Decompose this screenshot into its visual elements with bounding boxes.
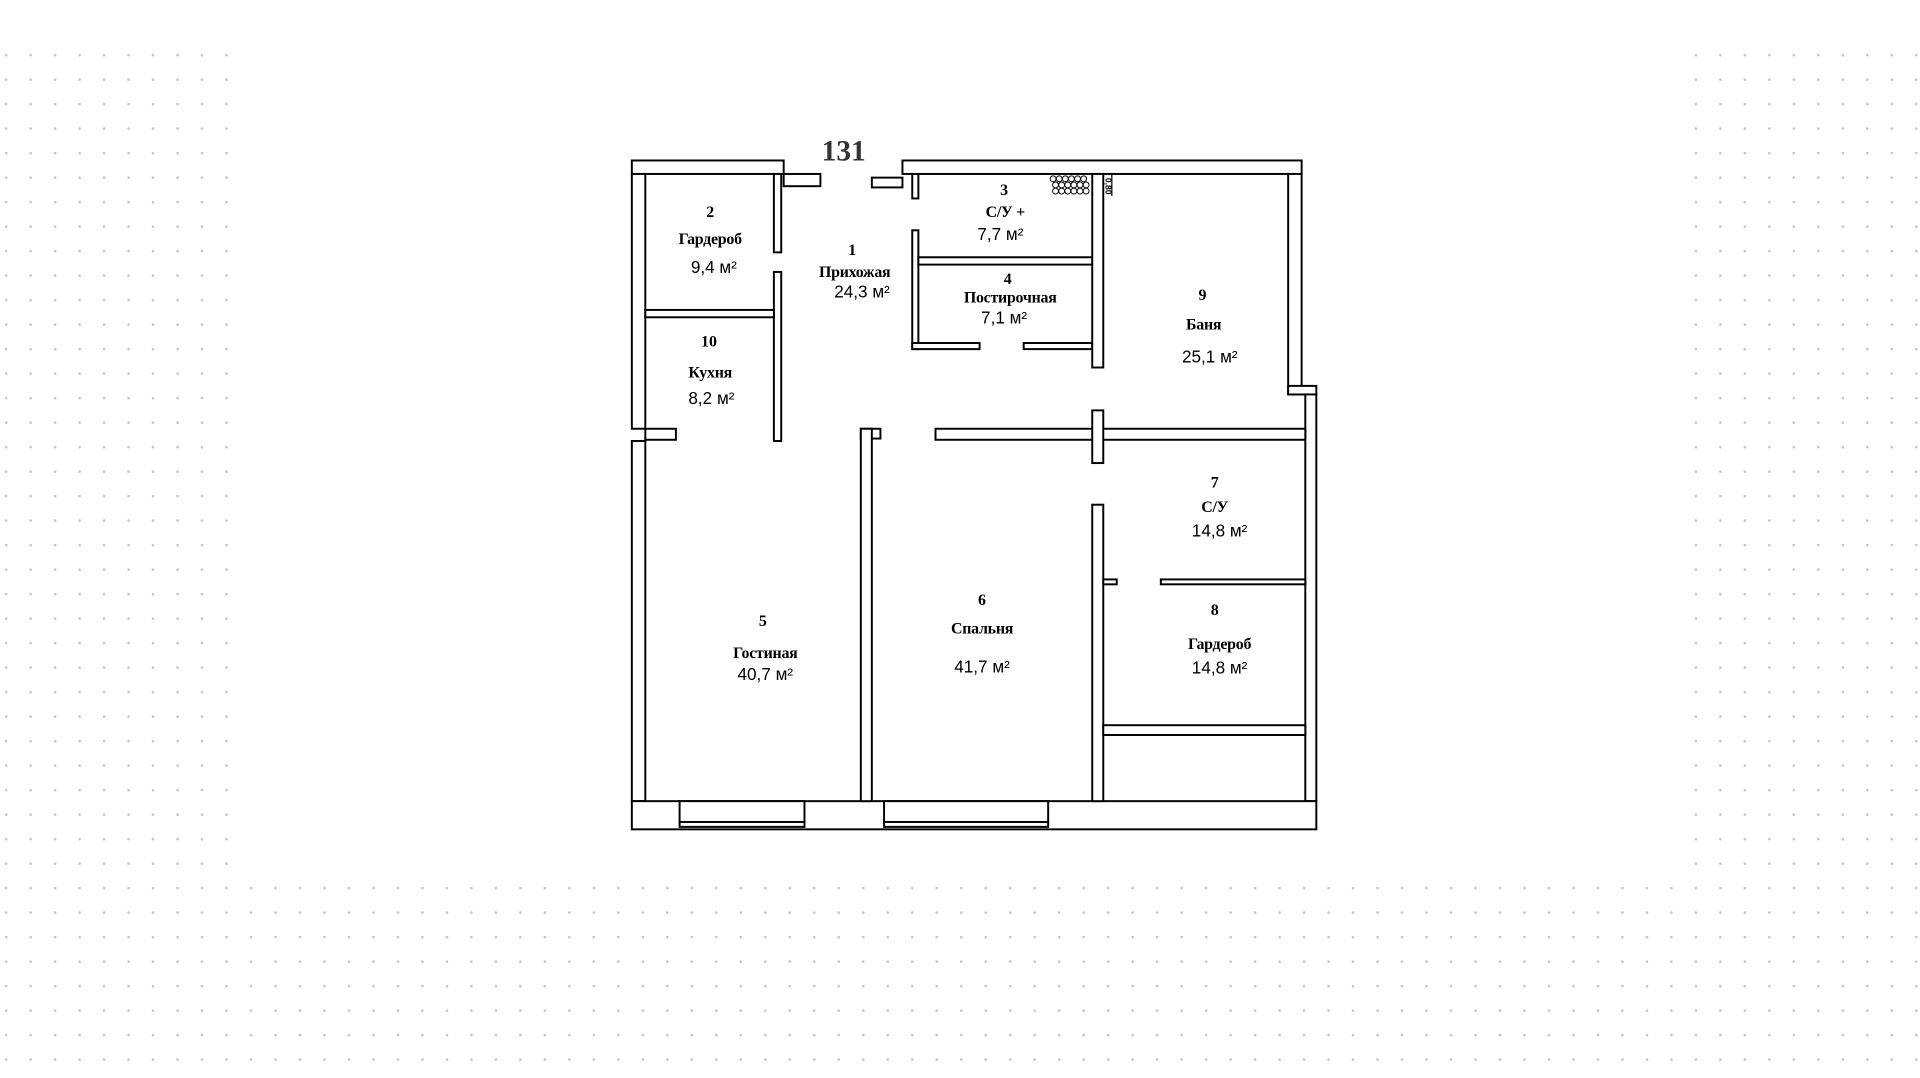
svg-text:5: 5	[759, 613, 767, 630]
svg-text:Спальня: Спальня	[951, 620, 1014, 637]
dot-grid-background	[4, 53, 1918, 1061]
svg-text:С/У +: С/У +	[986, 204, 1026, 221]
svg-text:С/У: С/У	[1201, 499, 1228, 516]
svg-text:Прихожая: Прихожая	[819, 264, 891, 281]
svg-text:7: 7	[1211, 475, 1219, 492]
svg-text:Баня: Баня	[1186, 317, 1222, 334]
svg-text:3: 3	[1000, 182, 1008, 199]
svg-text:4: 4	[1004, 271, 1012, 288]
room-4-label: 4 Постирочная 7,1 м²	[964, 271, 1058, 327]
svg-text:Гардероб: Гардероб	[679, 231, 742, 248]
svg-text:8: 8	[1211, 602, 1219, 619]
svg-text:Постирочная: Постирочная	[964, 290, 1057, 307]
room-5-label: 5 Гостиная 40,7 м²	[733, 613, 798, 684]
room-3-label: 3 С/У + 7,7 м²	[977, 182, 1025, 244]
svg-text:Гостиная: Гостиная	[733, 645, 798, 662]
svg-text:6: 6	[978, 592, 986, 609]
svg-text:2: 2	[706, 204, 714, 221]
room-8-label: 8 Гардероб 14,8 м²	[1188, 602, 1252, 678]
svg-text:14,8 м²: 14,8 м²	[1192, 521, 1248, 541]
svg-text:Гардероб: Гардероб	[1188, 636, 1251, 653]
svg-text:1: 1	[848, 242, 856, 259]
svg-text:24,3 м²: 24,3 м²	[834, 282, 890, 302]
room-6-label: 6 Спальня 41,7 м²	[951, 592, 1014, 676]
unit-number: 131	[822, 135, 866, 167]
room-10-label: 10 Кухня 8,2 м²	[688, 334, 734, 409]
svg-text:7,7 м²: 7,7 м²	[977, 224, 1023, 244]
svg-text:25,1 м²: 25,1 м²	[1182, 347, 1238, 367]
room-2-label: 2 Гардероб 9,4 м²	[679, 204, 743, 277]
svg-text:7,1 м²: 7,1 м²	[981, 307, 1027, 327]
room-7-label: 7 С/У 14,8 м²	[1192, 475, 1248, 541]
svg-text:41,7 м²: 41,7 м²	[954, 657, 1010, 677]
svg-text:8,2 м²: 8,2 м²	[688, 388, 734, 408]
svg-text:40,7 м²: 40,7 м²	[738, 664, 794, 684]
svg-text:9,4 м²: 9,4 м²	[691, 257, 737, 277]
room-9-label: 9 Баня 25,1 м²	[1182, 287, 1238, 366]
svg-text:10: 10	[701, 334, 717, 351]
walls	[630, 159, 1318, 831]
svg-text:14,8 м²: 14,8 м²	[1192, 658, 1248, 678]
ventilation-grid-icon	[1049, 175, 1090, 195]
dimension-note: 0,80	[1104, 178, 1114, 195]
room-1-label: 1 Прихожая 24,3 м²	[819, 242, 891, 302]
svg-text:9: 9	[1198, 287, 1206, 304]
svg-text:Кухня: Кухня	[688, 364, 732, 381]
